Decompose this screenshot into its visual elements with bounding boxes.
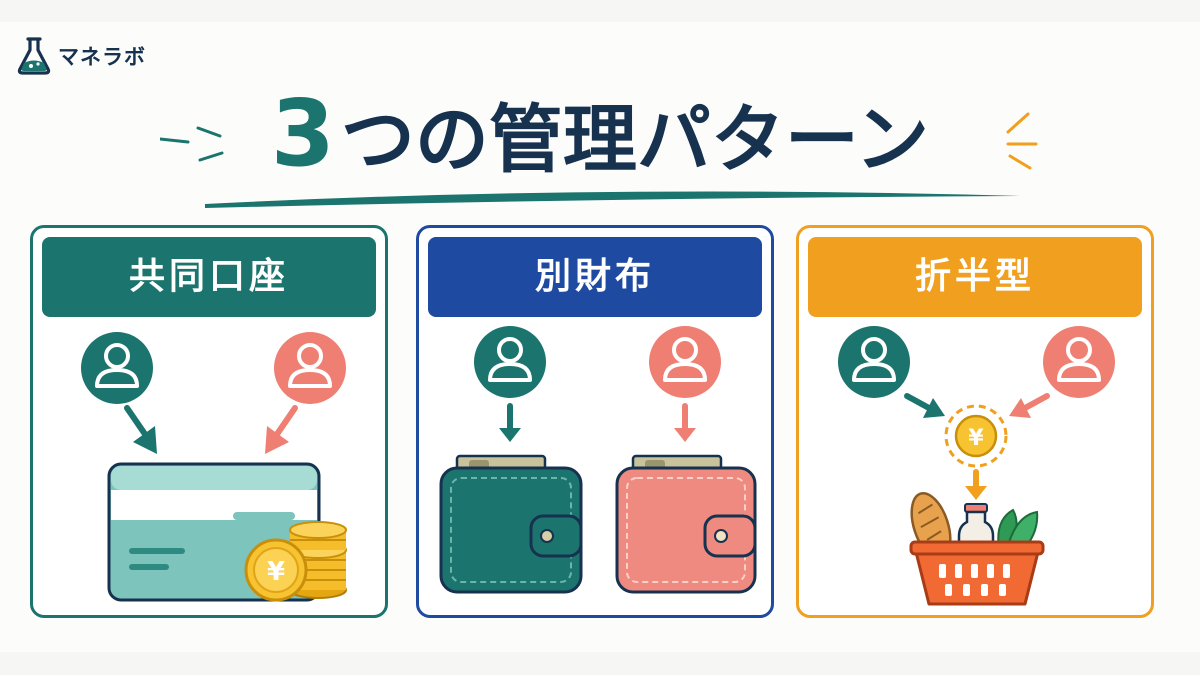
user-icon <box>274 332 346 404</box>
shopping-basket-icon <box>909 491 1045 606</box>
title-area: 3つの管理パターン <box>160 84 1040 214</box>
user-icon <box>838 326 910 398</box>
arrow-icon <box>265 405 298 454</box>
user-icon <box>474 326 546 398</box>
user-icon <box>649 326 721 398</box>
yen-coin-icon: ¥ <box>944 404 1008 468</box>
panel-illustration: ¥ <box>81 332 347 602</box>
svg-text:¥: ¥ <box>267 557 285 587</box>
arrow-icon <box>904 393 945 418</box>
flask-icon <box>17 37 51 75</box>
user-icon <box>81 332 153 404</box>
panel-separate-wallets: 別財布 <box>416 225 774 618</box>
panel-title: 別財布 <box>428 237 762 317</box>
arrow-icon <box>965 469 987 500</box>
title-text: つの管理パターン <box>340 97 930 183</box>
panel-title: 折半型 <box>808 237 1142 317</box>
arrow-icon <box>499 403 521 442</box>
wallet-icon <box>439 454 583 594</box>
panel-illustration: ¥ <box>838 326 1115 606</box>
wallet-icon <box>615 454 757 594</box>
sparkle-left <box>160 126 224 162</box>
arrow-icon <box>674 403 696 442</box>
sparkle-right <box>1006 112 1038 170</box>
brand-logo: マネラボ <box>16 36 146 76</box>
title-number: 3 <box>270 80 335 187</box>
panel-title: 共同口座 <box>42 237 376 317</box>
page-title: 3つの管理パターン <box>160 86 1040 188</box>
panel-split-half: 折半型 ¥ <box>796 225 1154 618</box>
title-decorations <box>160 112 1038 208</box>
title-underline <box>205 191 1020 208</box>
user-icon <box>1043 326 1115 398</box>
svg-text:¥: ¥ <box>968 426 984 451</box>
panel-joint-account: 共同口座 <box>30 225 388 618</box>
yen-coin-icon: ¥ <box>244 521 347 602</box>
brand-name: マネラボ <box>58 45 146 69</box>
arrow-icon <box>1009 393 1050 418</box>
panel-illustration <box>439 326 757 594</box>
arrow-icon <box>124 405 157 454</box>
